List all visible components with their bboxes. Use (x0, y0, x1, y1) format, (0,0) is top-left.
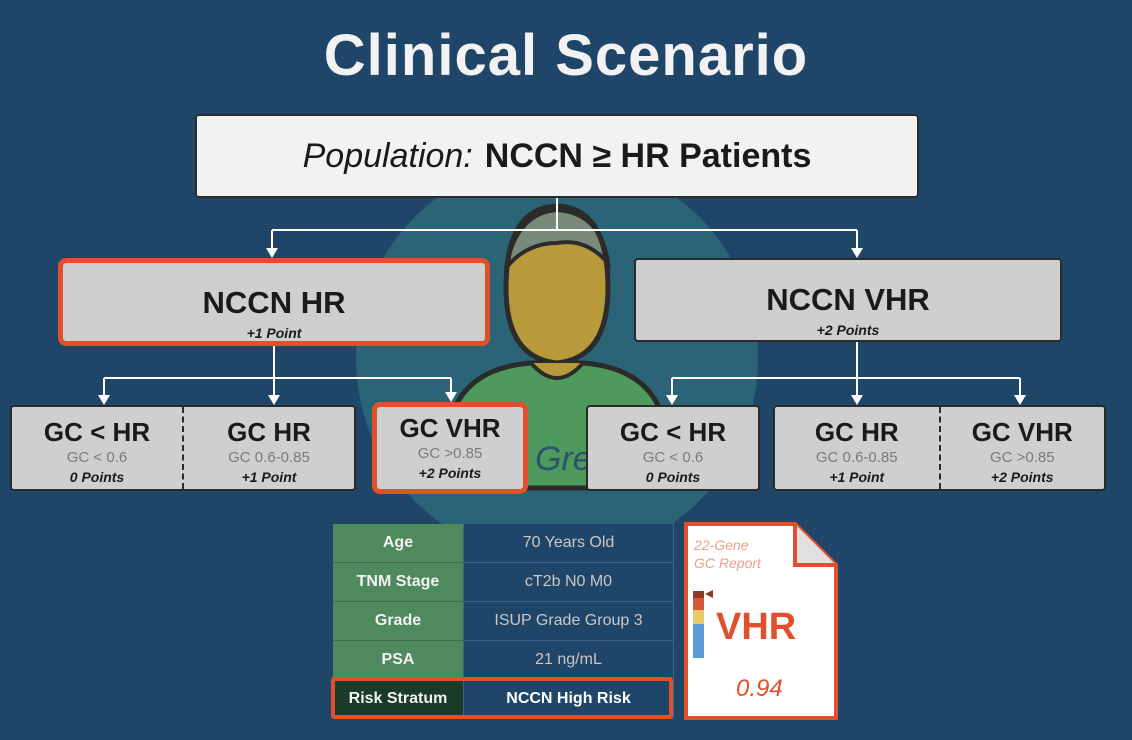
leaf-name: GC HR (227, 417, 311, 447)
leaf-range: GC 0.6-0.85 (228, 449, 310, 466)
tier-points: +2 Points (816, 322, 880, 338)
leaf-gc-vhr: GC VHR GC >0.85 +2 Points (941, 407, 1105, 489)
row-value: ISUP Grade Group 3 (463, 601, 674, 641)
row-label: Age (333, 523, 464, 563)
leaf-range: GC >0.85 (989, 449, 1055, 466)
leaf-range: GC >0.85 (417, 445, 483, 462)
leaf-name: GC VHR (399, 413, 501, 443)
table-row: Grade ISUP Grade Group 3 (333, 601, 674, 641)
leaf-gc-hr: GC HR GC 0.6-0.85 +1 Point (775, 407, 941, 489)
leaf-points: +1 Point (241, 469, 297, 485)
gc-report-document-icon (684, 522, 838, 720)
row-value: 21 ng/mL (463, 640, 674, 680)
leaf-range: GC 0.6-0.85 (815, 449, 898, 466)
patient-info-table: Age 70 Years Old TNM Stage cT2b N0 M0 Gr… (333, 523, 674, 719)
leaf-group-vhr-single: GC < HR GC < 0.6 0 Points (586, 405, 760, 491)
leaf-gc-vhr: GC VHR GC >0.85 +2 Points (377, 407, 523, 489)
risk-stratum-highlight (331, 677, 673, 719)
report-title-line1: 22-Gene (694, 537, 749, 553)
leaf-points: +1 Point (829, 469, 885, 485)
leaf-points: +2 Points (418, 465, 482, 481)
population-label: Population: (302, 136, 473, 175)
row-value: 70 Years Old (463, 523, 674, 563)
leaf-gc-vhr-highlighted: GC VHR GC >0.85 +2 Points (372, 402, 528, 494)
row-label: PSA (333, 640, 464, 680)
page-title: Clinical Scenario (323, 23, 809, 88)
leaf-gc-less-hr: GC < HR GC < 0.6 0 Points (12, 407, 184, 489)
tier-name: NCCN VHR (766, 282, 930, 317)
population-value: NCCN ≥ HR Patients (484, 136, 812, 175)
leaf-name: GC < HR (43, 417, 151, 447)
leaf-group-hr: GC < HR GC < 0.6 0 Points GC HR GC 0.6-0… (10, 405, 356, 491)
table-row-risk-stratum: Risk Stratum NCCN High Risk (333, 679, 674, 719)
row-value: NCCN High Risk (463, 679, 674, 719)
row-label: Grade (333, 601, 464, 641)
tier-points: +1 Point (246, 325, 302, 341)
tier-name: NCCN HR (202, 285, 346, 320)
leaf-range: GC < 0.6 (642, 449, 704, 466)
leaf-name: GC VHR (971, 417, 1073, 447)
leaf-points: 0 Points (69, 469, 125, 485)
leaf-gc-less-hr: GC < HR GC < 0.6 0 Points (588, 407, 758, 489)
leaf-name: GC < HR (619, 417, 727, 447)
leaf-points: +2 Points (990, 469, 1054, 485)
table-row: TNM Stage cT2b N0 M0 (333, 562, 674, 602)
row-label: TNM Stage (333, 562, 464, 602)
population-box: Population: NCCN ≥ HR Patients (195, 114, 919, 198)
tier-box-nccn-hr: NCCN HR +1 Point (58, 258, 490, 346)
table-row: PSA 21 ng/mL (333, 640, 674, 680)
leaf-gc-hr: GC HR GC 0.6-0.85 +1 Point (184, 407, 354, 489)
leaf-points: 0 Points (645, 469, 701, 485)
leaf-range: GC < 0.6 (66, 449, 128, 466)
background-watermark-text: Gre (535, 440, 592, 478)
report-title-line2: GC Report (694, 555, 761, 571)
report-category: VHR (716, 606, 797, 648)
tier-box-nccn-vhr: NCCN VHR +2 Points (634, 258, 1062, 342)
leaf-name: GC HR (814, 417, 899, 447)
row-value: cT2b N0 M0 (463, 562, 674, 602)
table-row: Age 70 Years Old (333, 523, 674, 563)
report-score: 0.94 (736, 675, 783, 702)
leaf-group-vhr: GC HR GC 0.6-0.85 +1 Point GC VHR GC >0.… (773, 405, 1106, 491)
